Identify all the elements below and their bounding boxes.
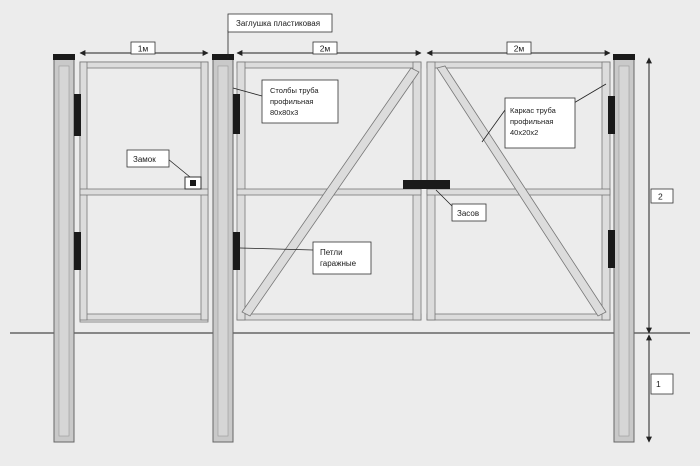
- post-1: [53, 54, 75, 443]
- post-2: [212, 54, 234, 443]
- post-cap: [53, 54, 75, 60]
- dim-below-ground: 1: [656, 379, 661, 389]
- gate-leaf-left: [236, 61, 422, 321]
- bolt-latch: [403, 180, 450, 189]
- gate-leaf-right: [426, 61, 611, 321]
- label-posts-3: 80х80х3: [270, 108, 298, 117]
- lock-body: [190, 180, 196, 186]
- label-frame-3: 40х20х2: [510, 128, 538, 137]
- dim-left-width: 1м: [138, 44, 149, 54]
- label-frame-2: профильная: [510, 117, 553, 126]
- gate-hinge: [608, 230, 615, 268]
- label-bolt: Засов: [457, 209, 479, 218]
- post-cap: [212, 54, 234, 60]
- wicket-hinge: [74, 94, 81, 136]
- label-posts-1: Столбы труба: [270, 86, 319, 95]
- dim-right-width: 2м: [514, 44, 525, 54]
- label-plug: Заглушка пластиковая: [236, 19, 320, 28]
- label-hinges-2: гаражные: [320, 259, 357, 268]
- post-cap: [613, 54, 635, 60]
- dim-above-ground: 2: [658, 192, 663, 202]
- gate-hinge: [608, 96, 615, 134]
- label-hinges-1: Петли: [320, 248, 343, 257]
- post-3: [613, 54, 635, 443]
- label-lock: Замок: [133, 155, 156, 164]
- gate-hinge: [233, 94, 240, 134]
- label-posts-2: профильная: [270, 97, 313, 106]
- wicket-frame: [79, 61, 209, 323]
- wicket-hinge: [74, 232, 81, 270]
- label-frame-1: Каркас труба: [510, 106, 557, 115]
- dim-middle-width: 2м: [320, 44, 331, 54]
- gate-hinge: [233, 232, 240, 270]
